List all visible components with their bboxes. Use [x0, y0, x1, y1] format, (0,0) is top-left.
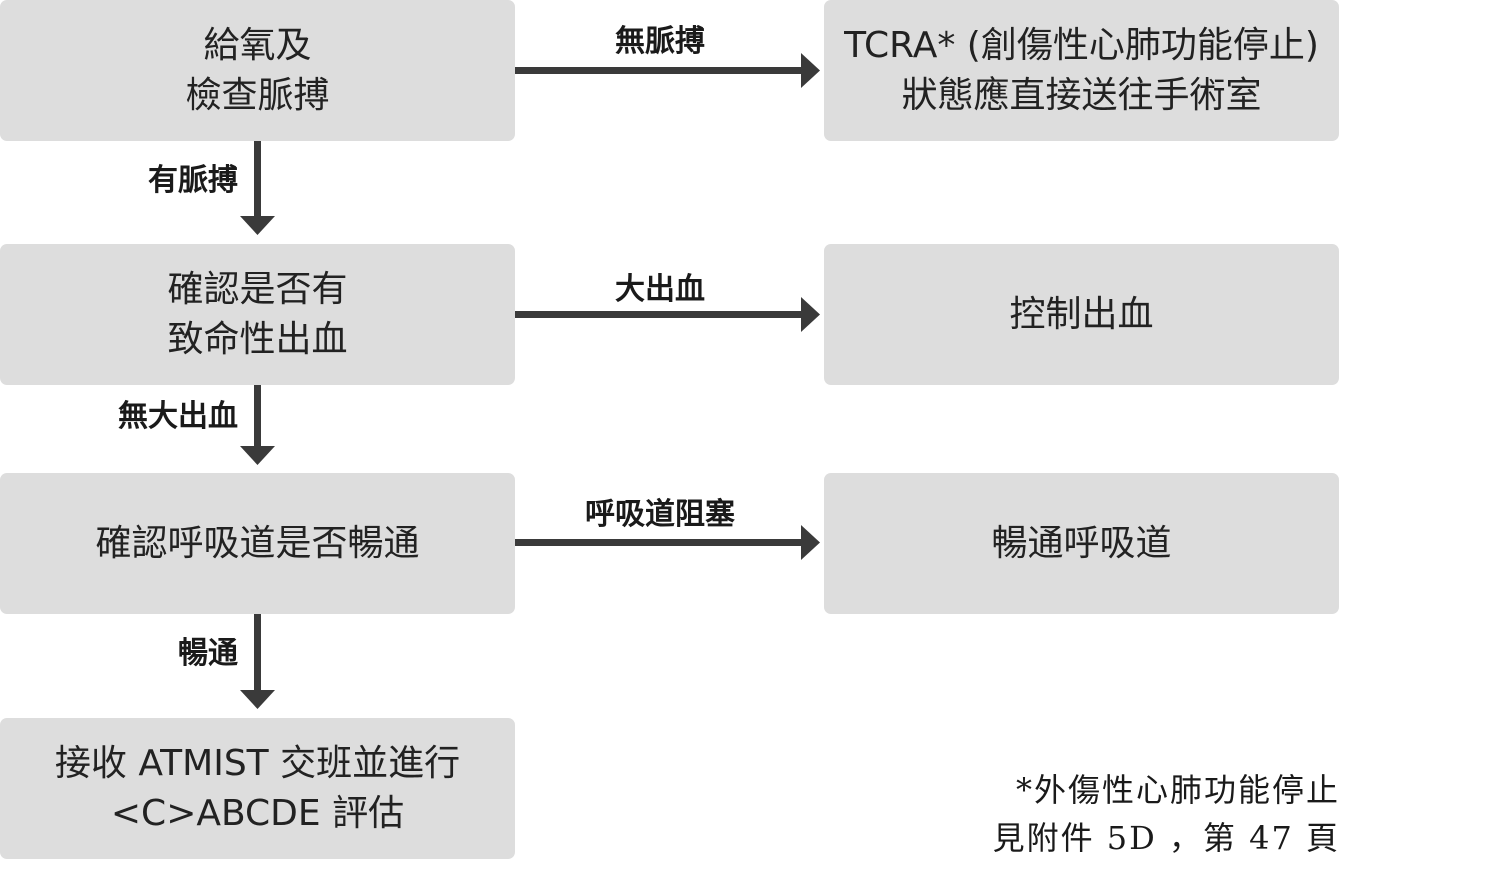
label-has-pulse: 有脈搏: [148, 163, 238, 198]
arrow-has-pulse-shaft: [254, 141, 261, 219]
box-text-line: 檢查脈搏: [185, 74, 330, 116]
box-atmist-handover: 接收 ATMIST 交班並進行 <C>ABCDE 評估: [0, 718, 515, 859]
footnote: *外傷性心肺功能停止 見附件 5D ，第 47 頁: [960, 766, 1340, 862]
label-major-bleeding: 大出血: [615, 272, 705, 307]
box-text-line: 接收 ATMIST 交班並進行: [54, 742, 461, 784]
box-check-airway: 確認呼吸道是否暢通: [0, 473, 515, 614]
arrow-major-bleeding-shaft: [515, 311, 803, 318]
arrow-airway-clear-head: [240, 690, 275, 709]
box-text-line: 給氧及: [203, 24, 312, 66]
label-no-pulse: 無脈搏: [615, 24, 705, 59]
box-text-line: 致命性出血: [167, 318, 348, 360]
label-airway-obstruction: 呼吸道阻塞: [585, 497, 735, 532]
box-oxygen-check-pulse: 給氧及 檢查脈搏: [0, 0, 515, 141]
box-text-line: 確認是否有: [167, 268, 348, 310]
box-tcra-to-or: TCRA* (創傷性心肺功能停止) 狀態應直接送往手術室: [824, 0, 1339, 141]
box-text-line: TCRA* (創傷性心肺功能停止): [844, 24, 1319, 66]
arrow-airway-obstruction-shaft: [515, 539, 803, 546]
arrow-has-pulse-head: [240, 216, 275, 235]
label-no-major-bleeding: 無大出血: [118, 399, 238, 434]
box-text-line: 確認呼吸道是否暢通: [95, 522, 420, 564]
arrow-no-major-bleeding-shaft: [254, 385, 261, 449]
label-airway-clear: 暢通: [178, 636, 238, 671]
arrow-no-major-bleeding-head: [240, 446, 275, 465]
arrow-no-pulse-shaft: [515, 67, 803, 74]
box-text-line: 控制出血: [1009, 293, 1154, 335]
footnote-line: 見附件 5D ，第 47 頁: [992, 819, 1340, 857]
box-text-line: 暢通呼吸道: [991, 522, 1172, 564]
box-clear-airway: 暢通呼吸道: [824, 473, 1339, 614]
box-text-line: <C>ABCDE 評估: [110, 792, 405, 834]
arrow-airway-clear-shaft: [254, 614, 261, 693]
box-check-fatal-bleeding: 確認是否有 致命性出血: [0, 244, 515, 385]
box-control-bleeding: 控制出血: [824, 244, 1339, 385]
box-text-line: 狀態應直接送往手術室: [901, 74, 1262, 116]
footnote-line: *外傷性心肺功能停止: [1015, 771, 1340, 809]
